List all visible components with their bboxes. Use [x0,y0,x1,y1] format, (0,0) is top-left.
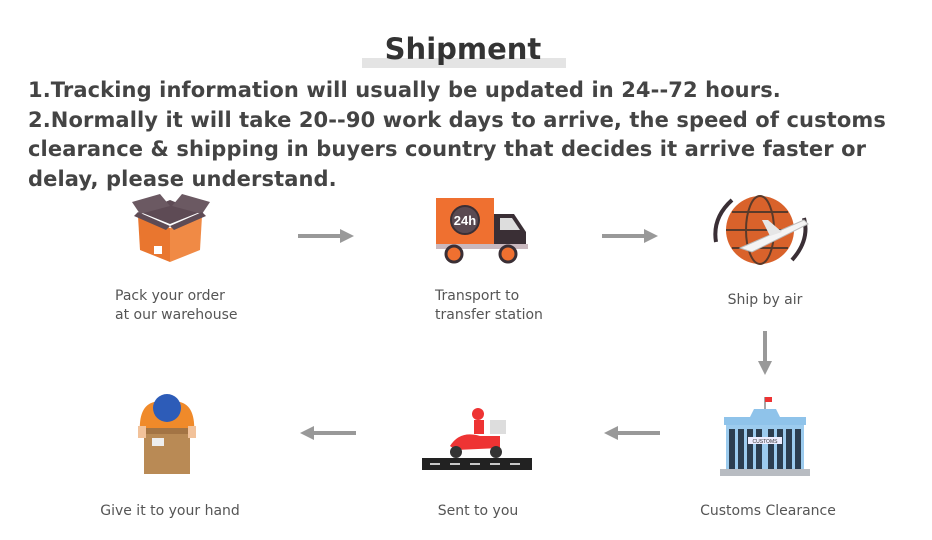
step-hand-label: Give it to your hand [100,503,240,519]
arrow-left-icon [300,426,356,440]
arrow-left-icon [604,426,660,440]
step-pack-line2: at our warehouse [115,307,238,323]
note-delivery-time: 2.Normally it will take 20--90 work days… [28,107,886,191]
step-customs-label: Customs Clearance [700,503,836,519]
arrow-right-icon [298,229,354,243]
shipping-notes: 1.Tracking information will usually be u… [28,76,928,194]
customs-building-icon: CUSTOMS [720,397,810,476]
note-tracking: 1.Tracking information will usually be u… [28,78,781,102]
step-pack-line1: Pack your order [115,288,225,304]
globe-airplane-icon [713,195,809,265]
step-transport-line1: Transport to [435,288,520,304]
step-transport-label: Transport to transfer station [435,287,543,325]
person-holding-package-icon [138,394,196,474]
arrow-down-icon [758,331,772,375]
step-transport-line2: transfer station [435,307,543,323]
page-title: Shipment [384,32,542,66]
arrow-right-icon [602,229,658,243]
customs-sign: CUSTOMS [753,439,779,445]
delivery-scooter-icon [422,408,532,470]
truck-24h-badge: 24h [454,213,476,228]
delivery-truck-icon: 24h [436,198,528,264]
title-underline [362,58,566,68]
step-pack-label: Pack your order at our warehouse [115,287,237,325]
step-sent-label: Sent to you [437,503,519,519]
step-air-label: Ship by air [727,292,803,308]
package-box-icon [132,194,210,262]
